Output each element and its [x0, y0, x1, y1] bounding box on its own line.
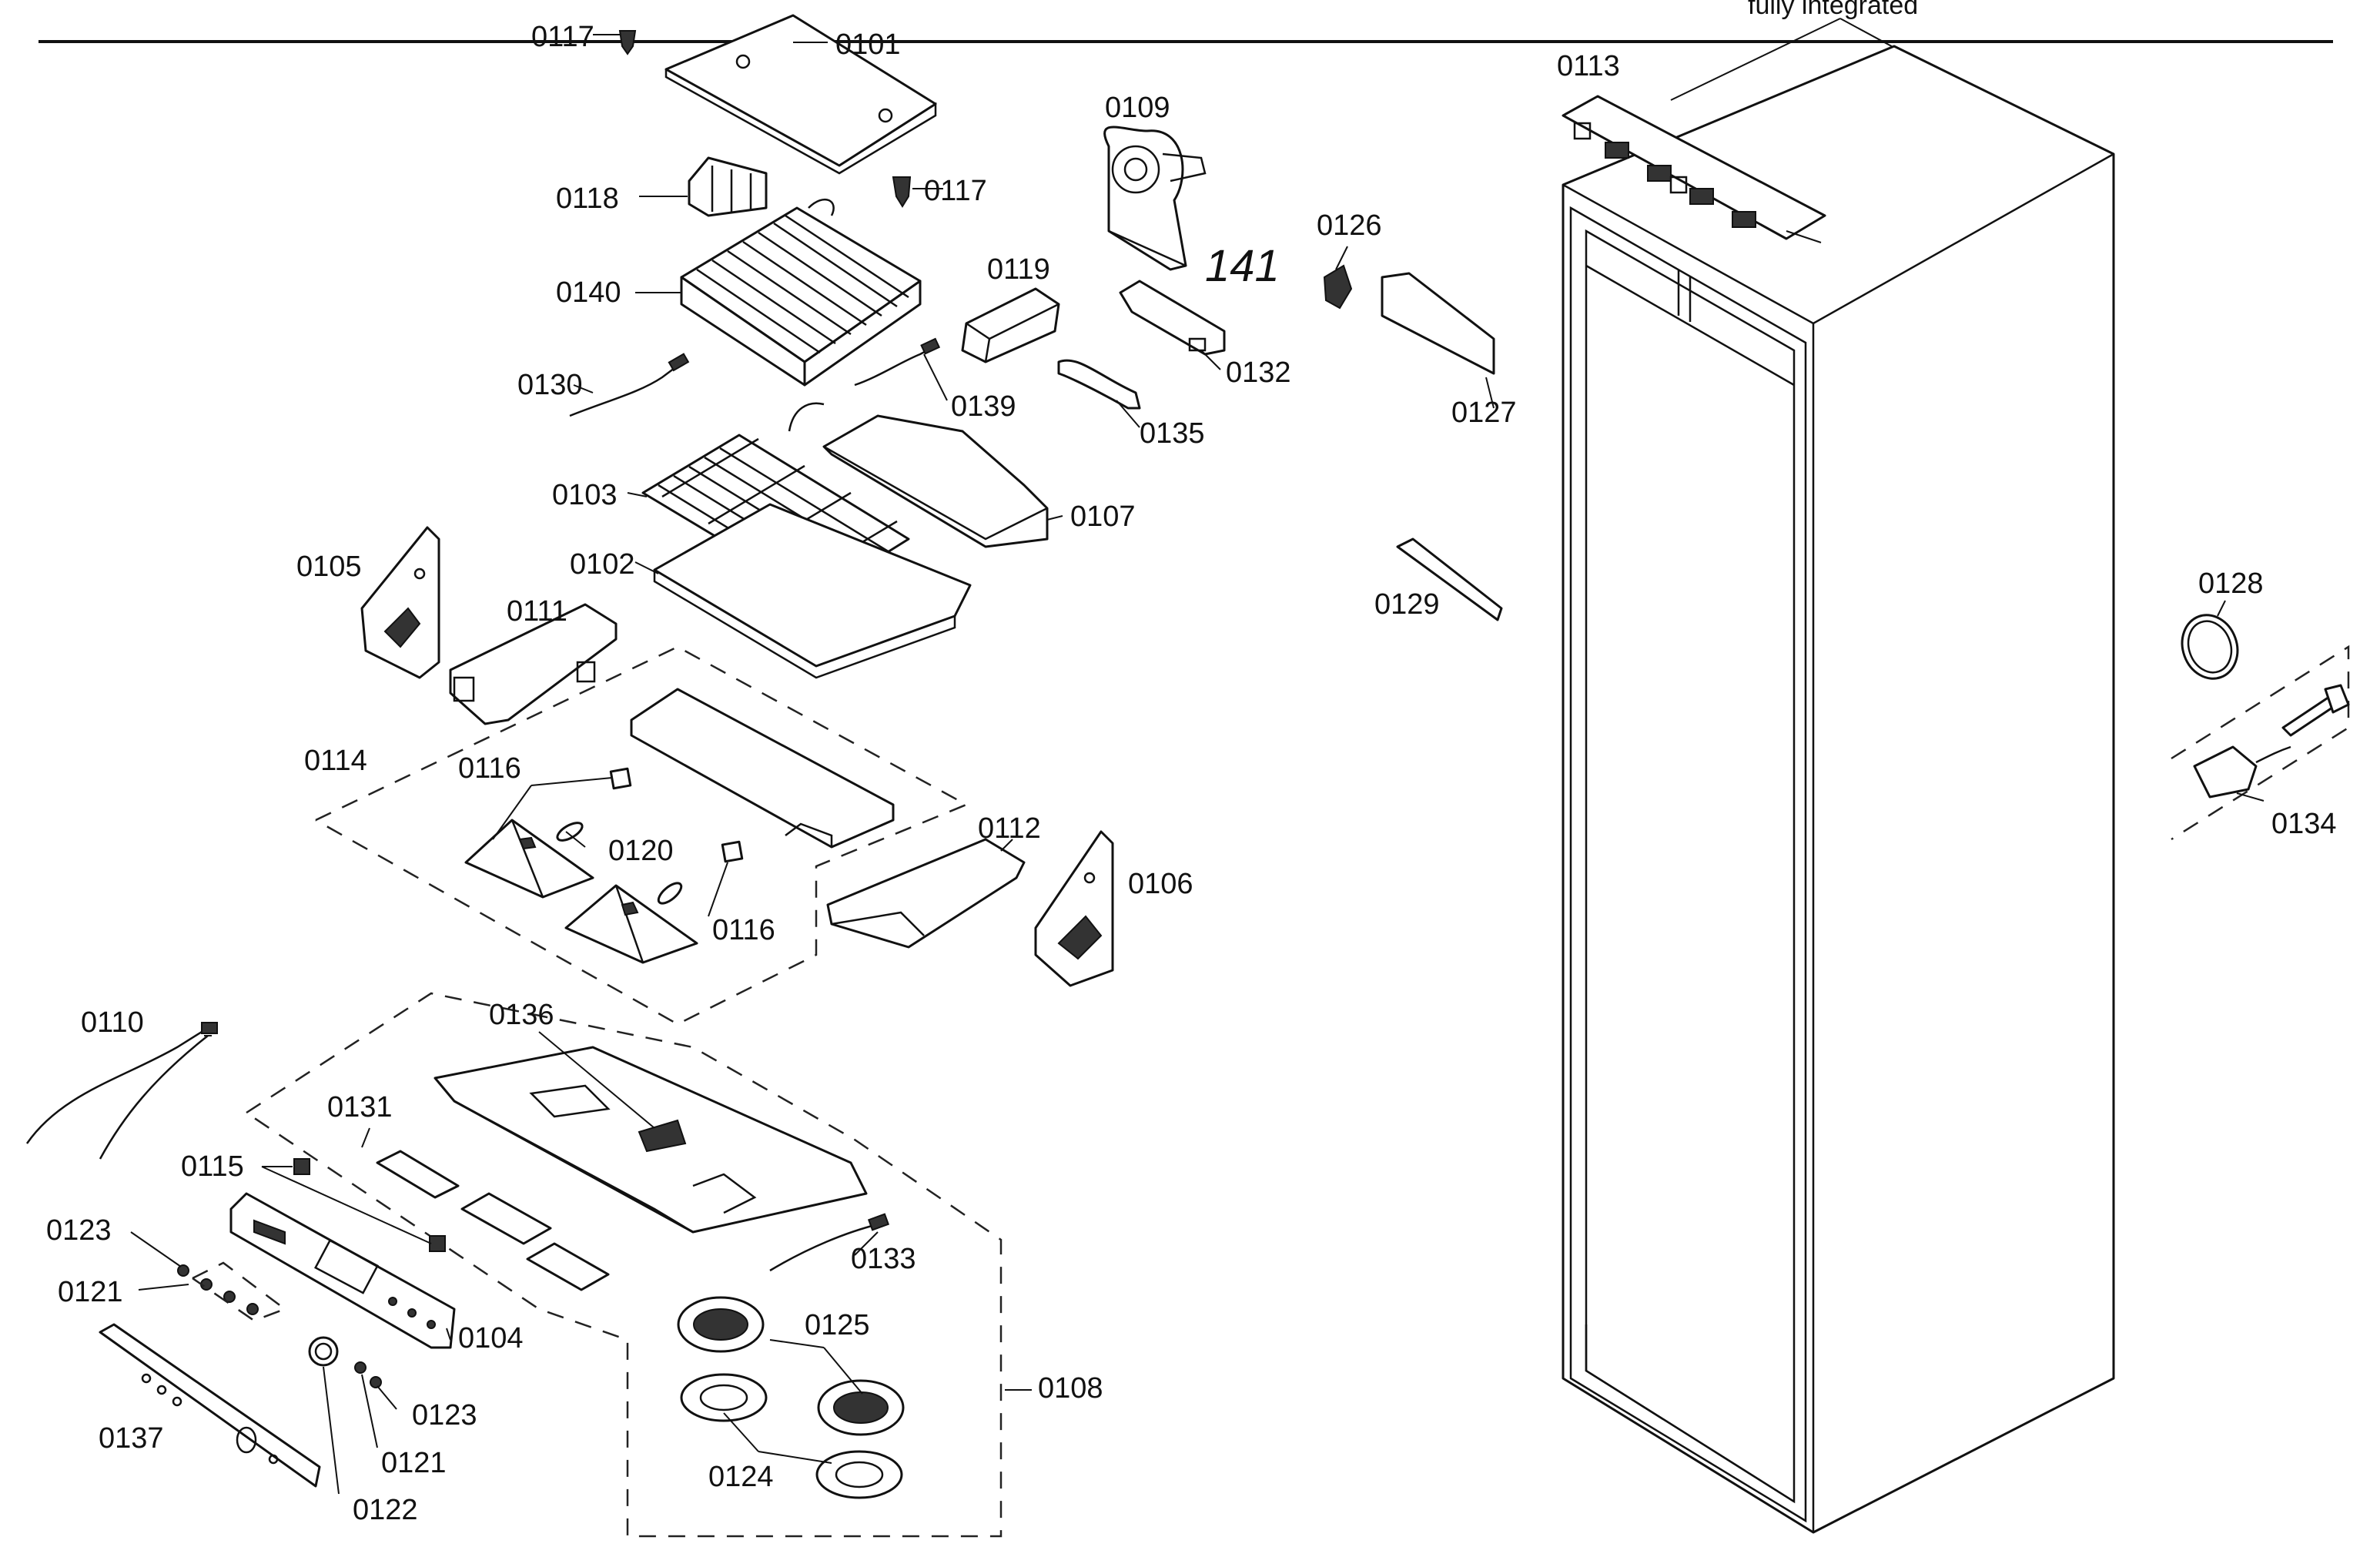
control-board — [1562, 95, 1826, 240]
sensor-1 — [569, 353, 690, 417]
label-0132: 0132 — [1226, 357, 1291, 389]
side-bracket-left — [360, 526, 440, 679]
label-0124: 0124 — [708, 1461, 774, 1493]
label-0118: 0118 — [556, 182, 619, 215]
cover-plate-front — [99, 1323, 321, 1488]
strip-1 — [376, 1150, 460, 1199]
label-0105: 0105 — [296, 551, 362, 583]
label-0104: 0104 — [458, 1322, 524, 1354]
label-0134: 0134 — [2271, 808, 2337, 840]
label-0108: 0108 — [1038, 1372, 1103, 1405]
label-0135: 0135 — [1140, 417, 1205, 450]
control-module — [961, 287, 1060, 363]
cabinet-housing — [1562, 45, 2115, 1534]
clip-mid — [892, 176, 912, 208]
hinge-kit — [2171, 645, 2350, 841]
label-0131: 0131 — [327, 1091, 393, 1123]
label-0121-bottom: 0121 — [381, 1447, 447, 1479]
sensor-bottom — [769, 1213, 890, 1272]
label-0127: 0127 — [1451, 397, 1517, 429]
fan-cover — [788, 402, 1049, 548]
clip-top — [618, 30, 637, 55]
label-0123-bottom: 0123 — [412, 1399, 477, 1431]
label-0123-top: 0123 — [46, 1214, 112, 1247]
speaker-a — [677, 1296, 905, 1436]
label-0121-top: 0121 — [58, 1276, 123, 1308]
label-0115: 0115 — [181, 1150, 244, 1183]
strip-3 — [526, 1242, 610, 1291]
control-panel — [229, 1192, 456, 1349]
clamp-bracket — [688, 156, 768, 217]
strip-2 — [460, 1192, 552, 1245]
handle-1 — [1119, 280, 1226, 356]
label-0122: 0122 — [353, 1494, 418, 1526]
sensor-2 — [854, 337, 941, 387]
fan-unit — [1103, 126, 1207, 271]
label-0102: 0102 — [570, 548, 635, 581]
label-0137: 0137 — [99, 1422, 164, 1455]
label-0119: 0119 — [987, 253, 1050, 286]
knob-2 — [429, 1235, 446, 1252]
trim-strip — [1396, 537, 1503, 621]
label-0136: 0136 — [489, 999, 554, 1031]
label-0117-top: 0117 — [531, 21, 594, 53]
label-0125: 0125 — [805, 1309, 870, 1341]
lamp-shade-1 — [464, 819, 594, 899]
tray — [653, 503, 972, 679]
cover-plate — [664, 14, 937, 175]
label-0114: 0114 — [304, 745, 367, 777]
handle-2 — [1057, 359, 1141, 410]
label-0107: 0107 — [1070, 501, 1136, 533]
header-variant-label: fully integrated — [1748, 0, 1918, 20]
lamp-shade-2 — [564, 884, 698, 964]
label-0139: 0139 — [951, 390, 1016, 423]
rail-left — [449, 603, 618, 725]
label-0109: 0109 — [1105, 92, 1170, 124]
panel — [1381, 272, 1495, 375]
ring — [2181, 614, 2239, 680]
label-0116-bottom: 0116 — [712, 914, 775, 946]
label-0111: 0111 — [507, 595, 567, 628]
label-0106: 0106 — [1128, 868, 1193, 900]
side-bracket-right — [1034, 830, 1114, 987]
rail-right — [826, 838, 1026, 949]
part-labels: 0101 0117 0117 0118 0140 0109 0113 0119 … — [46, 21, 2337, 1526]
speaker-b — [680, 1373, 903, 1499]
knob-1 — [293, 1158, 310, 1175]
bar — [630, 688, 895, 849]
bulb-2 — [657, 882, 683, 905]
label-0129: 0129 — [1374, 588, 1440, 621]
dial — [308, 1336, 339, 1367]
switch — [1323, 264, 1353, 310]
label-0116-top: 0116 — [458, 752, 521, 785]
handwritten-note: 141 — [1205, 241, 1280, 291]
base-plate — [433, 1046, 868, 1234]
leader-lines — [130, 34, 2265, 1495]
evaporator — [680, 199, 922, 387]
label-0110: 0110 — [81, 1006, 144, 1039]
socket-1 — [609, 767, 632, 790]
label-0113: 0113 — [1557, 50, 1620, 82]
screw-set — [177, 1261, 287, 1322]
label-0140: 0140 — [556, 276, 621, 309]
screw-pair — [354, 1361, 382, 1388]
label-0117-mid: 0117 — [924, 175, 987, 207]
label-0101: 0101 — [835, 28, 901, 61]
harness — [25, 1022, 218, 1160]
label-0133: 0133 — [851, 1243, 916, 1275]
label-0103: 0103 — [552, 479, 618, 511]
label-0128: 0128 — [2198, 568, 2264, 600]
lamp-assembly-outline — [315, 645, 969, 1026]
label-0112: 0112 — [978, 812, 1041, 845]
socket-2 — [721, 840, 744, 863]
bulb-1 — [556, 822, 584, 842]
control-assembly-outline — [246, 992, 1003, 1538]
label-0130: 0130 — [517, 369, 583, 401]
label-0120: 0120 — [608, 835, 674, 867]
label-0126: 0126 — [1317, 209, 1382, 242]
